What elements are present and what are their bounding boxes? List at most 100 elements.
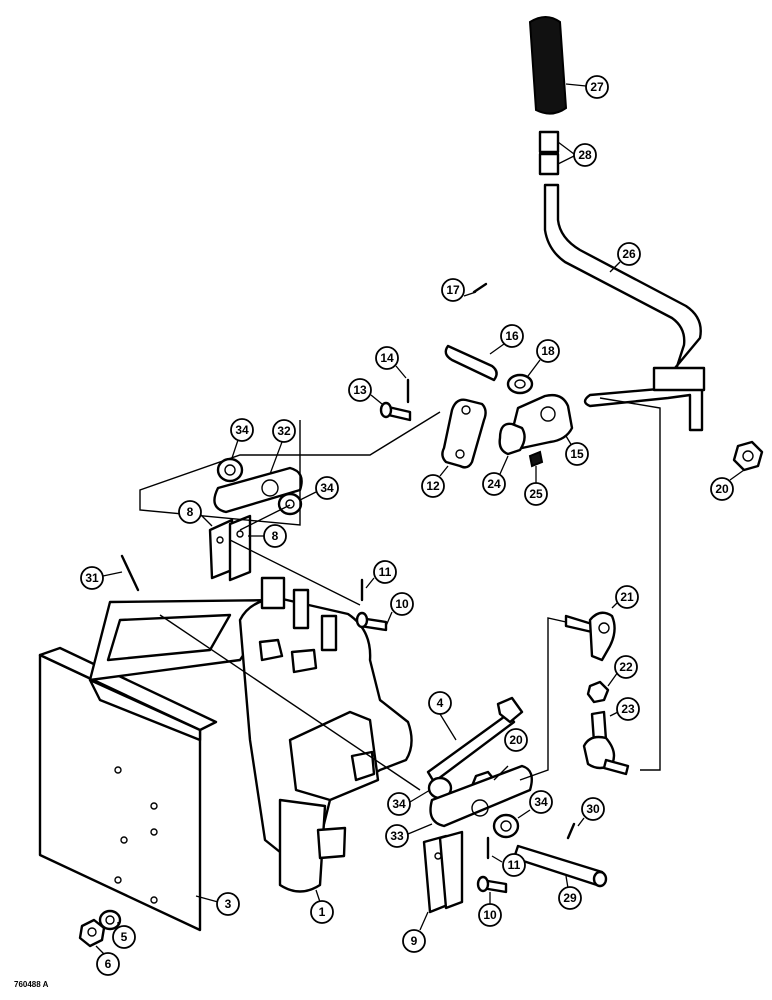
callout-label: 10 — [395, 597, 409, 611]
callout-31: 31 — [80, 566, 123, 590]
callout-label: 12 — [426, 479, 440, 493]
callout-8-right: 8 — [248, 524, 287, 548]
callout-label: 32 — [277, 424, 291, 438]
callout-4: 4 — [428, 691, 457, 741]
callout-16: 16 — [489, 324, 524, 355]
callout-label: 34 — [534, 795, 548, 809]
callout-label: 25 — [529, 487, 543, 501]
callout-10-upper: 10 — [385, 592, 414, 627]
callout-17: 17 — [441, 278, 477, 302]
pin-10-upper — [355, 578, 388, 632]
callout-label: 34 — [235, 423, 249, 437]
callout-label: 17 — [446, 283, 460, 297]
clevis-pin-assembly — [444, 282, 534, 395]
callout-label: 31 — [85, 571, 99, 585]
lever-yoke — [498, 393, 574, 468]
control-valve — [238, 576, 413, 893]
link-9 — [422, 830, 464, 914]
callout-22: 22 — [607, 655, 638, 687]
callout-3: 3 — [195, 892, 240, 916]
callout-25: 25 — [524, 466, 548, 506]
callout-33: 33 — [385, 823, 433, 848]
callout-11-upper: 11 — [365, 560, 397, 589]
callout-32: 32 — [269, 419, 296, 475]
callout-label: 20 — [715, 482, 729, 496]
callout-label: 29 — [563, 891, 577, 905]
callout-24: 24 — [482, 455, 509, 496]
callout-label: 5 — [121, 930, 128, 944]
assembly-lines — [139, 397, 661, 791]
callout-20-upper: 20 — [710, 469, 745, 501]
control-lever — [543, 183, 706, 432]
callout-label: 4 — [437, 696, 444, 710]
knob-bushings — [538, 130, 560, 176]
callout-23: 23 — [609, 697, 640, 721]
callout-label: 13 — [353, 383, 367, 397]
callout-20-middle: 20 — [493, 728, 528, 781]
callout-21: 21 — [611, 585, 639, 609]
roll-pin-31 — [120, 554, 140, 592]
callout-1: 1 — [310, 889, 334, 924]
callout-label: 1 — [319, 905, 326, 919]
callout-label: 18 — [541, 344, 555, 358]
bolt-4 — [426, 696, 524, 784]
callout-label: 28 — [578, 148, 592, 162]
lever-knob — [528, 16, 568, 115]
callout-label: 3 — [225, 897, 232, 911]
callout-5: 5 — [112, 922, 136, 949]
callout-label: 33 — [390, 829, 404, 843]
link-12 — [441, 398, 487, 469]
callout-14: 14 — [375, 346, 407, 379]
callout-label: 26 — [622, 247, 636, 261]
jam-nut-22 — [586, 680, 610, 704]
callout-9: 9 — [402, 911, 429, 953]
callout-34-upper-right: 34 — [299, 476, 339, 501]
callout-label: 16 — [505, 329, 519, 343]
callout-label: 11 — [379, 565, 392, 579]
callout-label: 34 — [392, 797, 406, 811]
callout-label: 15 — [570, 447, 584, 461]
callout-label: 8 — [187, 505, 194, 519]
callout-label: 10 — [483, 908, 497, 922]
callout-12: 12 — [421, 465, 449, 498]
callout-13: 13 — [348, 378, 383, 405]
callout-label: 24 — [487, 477, 501, 491]
washer-5 — [98, 909, 122, 931]
callout-30: 30 — [577, 797, 605, 827]
rod-end-lower — [582, 710, 630, 776]
callout-label: 6 — [105, 957, 112, 971]
lock-nut-upper — [732, 440, 764, 472]
callout-26: 26 — [609, 242, 641, 273]
callout-6: 6 — [95, 945, 120, 976]
link-8-pair — [208, 514, 252, 582]
callout-label: 21 — [620, 590, 634, 604]
link-33-assembly — [427, 764, 533, 839]
callout-27: 27 — [565, 75, 609, 99]
link-32-assembly — [213, 457, 303, 516]
callout-label: 8 — [272, 529, 279, 543]
callout-label: 22 — [619, 660, 633, 674]
callout-34-upper-left: 34 — [230, 418, 254, 459]
callout-10-lower: 10 — [478, 892, 502, 927]
pin-10-lower — [476, 836, 508, 894]
callout-label: 30 — [586, 802, 600, 816]
callout-15: 15 — [565, 435, 589, 466]
rod-end-upper — [564, 611, 616, 662]
callout-label: 34 — [320, 481, 334, 495]
callout-18: 18 — [527, 339, 560, 377]
callout-34-lower-right: 34 — [517, 790, 553, 819]
callout-label: 9 — [411, 934, 418, 948]
callout-label: 14 — [380, 351, 394, 365]
pin-29 — [512, 822, 608, 888]
callout-label: 20 — [509, 733, 523, 747]
callout-11-lower: 11 — [491, 853, 526, 877]
callout-label: 23 — [621, 702, 635, 716]
callout-29: 29 — [558, 875, 582, 910]
callout-label: 27 — [590, 80, 604, 94]
callout-8-left: 8 — [178, 500, 213, 527]
callout-28: 28 — [557, 141, 597, 167]
callout-34-lower-left: 34 — [387, 789, 431, 816]
figure-reference: 760488 A — [14, 980, 49, 989]
mounting-plate — [38, 598, 282, 932]
